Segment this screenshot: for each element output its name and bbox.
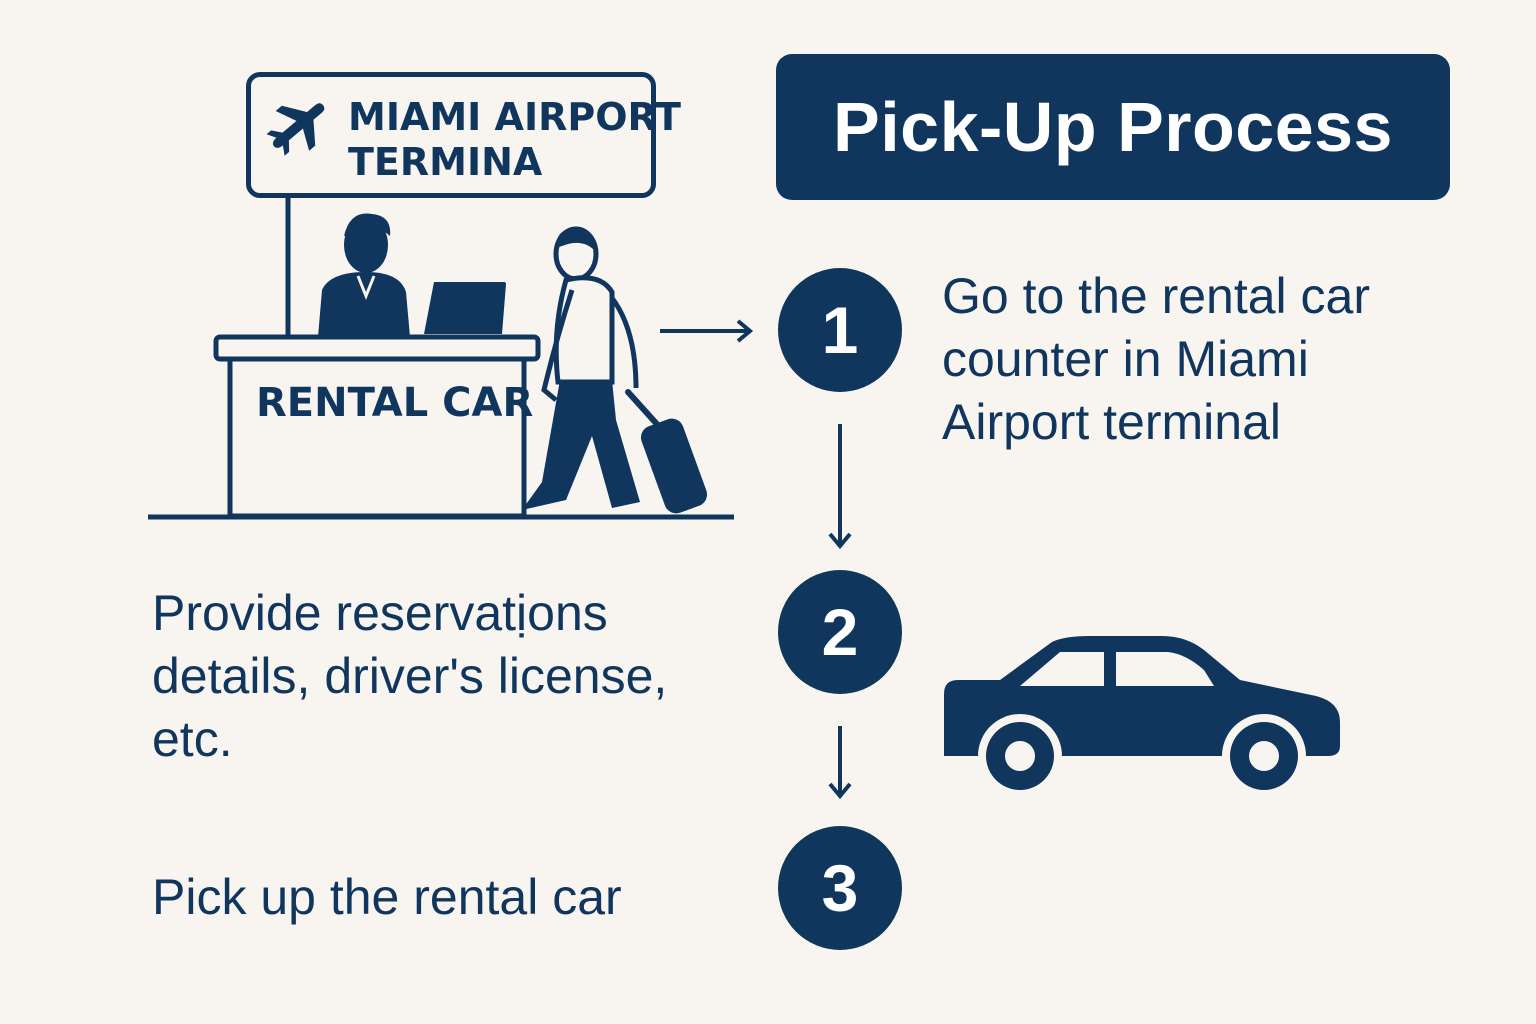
sign-label: MIAMI AIRPORT TERMINA: [348, 95, 681, 185]
arrow-step-2-to-3: [828, 726, 852, 800]
title-banner: Pick-Up Process: [776, 54, 1450, 200]
step-3-badge: 3: [778, 826, 902, 950]
sign-line-2: TERMINA: [348, 140, 543, 184]
step-1-line-2: counter in Miami: [942, 331, 1309, 387]
car-icon: [944, 636, 1340, 798]
step-1-line-3: Airport terminal: [942, 394, 1281, 450]
sign-line-1: MIAMI AIRPORT: [348, 95, 681, 139]
suitcase-icon: [625, 389, 708, 514]
arrow-step-1-to-2: [828, 424, 852, 550]
step-2-number: 2: [821, 595, 859, 669]
agent-figure: [318, 213, 410, 337]
arrow-to-step-1: [660, 319, 754, 343]
step-2-line-2: details, driver's license,: [152, 648, 668, 704]
step-1-line-1: Go to the rental car: [942, 268, 1371, 324]
step-1-badge: 1: [778, 268, 902, 392]
page-title: Pick-Up Process: [833, 88, 1393, 166]
step-1-text: Go to the rental car counter in Miami Ai…: [942, 265, 1370, 454]
counter-label: RENTAL CAR: [256, 380, 534, 426]
step-3-number: 3: [821, 851, 859, 925]
step-2-line-3: etc.: [152, 711, 233, 767]
step-3-text: Pick up the rental car: [152, 866, 622, 929]
rental-counter: [213, 334, 541, 519]
step-2-badge: 2: [778, 570, 902, 694]
step-1-number: 1: [821, 293, 859, 367]
step-3-line-1: Pick up the rental car: [152, 869, 622, 925]
traveler-figure: [522, 226, 708, 514]
laptop-icon: [424, 282, 506, 334]
step-2-text: Provide reservatịons details, driver's l…: [152, 582, 667, 771]
step-2-line-1: Provide reservatịons: [152, 585, 608, 641]
